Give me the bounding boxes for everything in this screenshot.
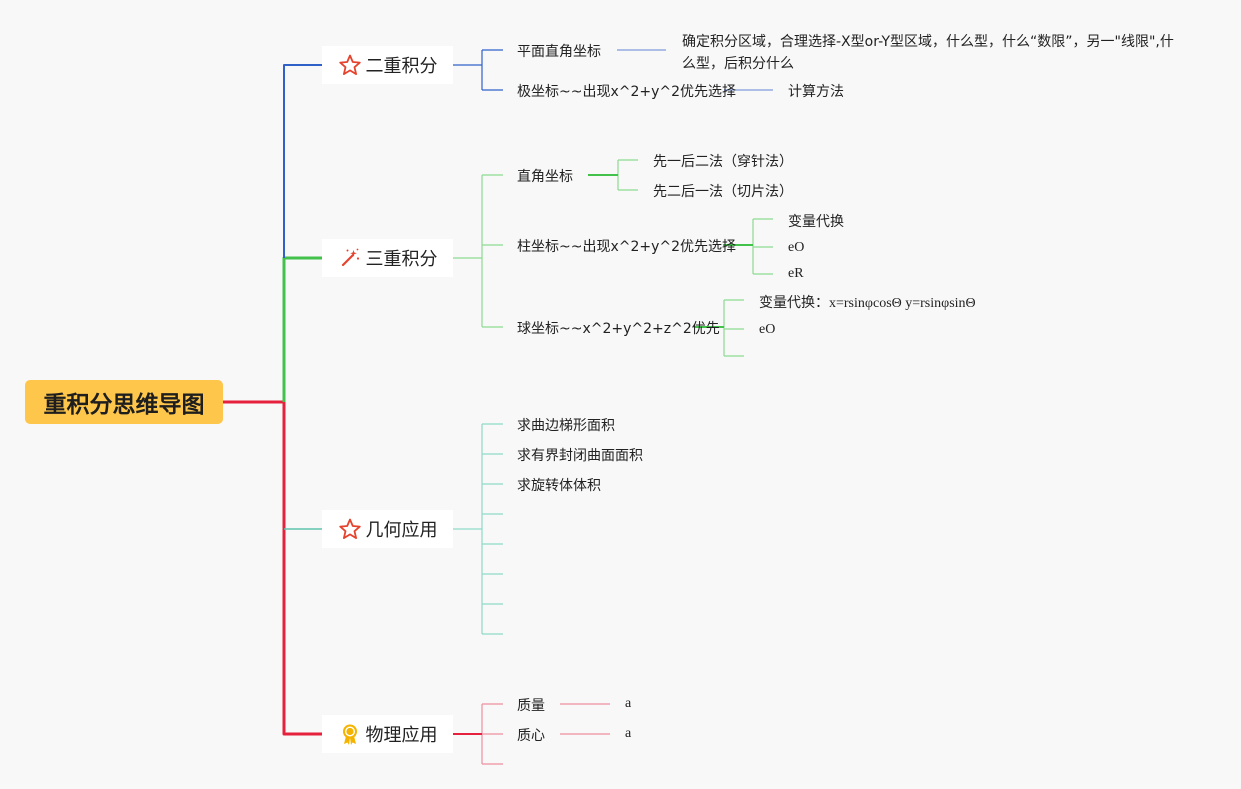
- magic-wand-icon: [341, 248, 359, 267]
- note-mass[interactable]: a: [625, 696, 632, 711]
- node-cylindrical[interactable]: 柱坐标~~出现x^2+y^2优先选择: [517, 239, 737, 255]
- branch-title: 二重积分: [365, 56, 438, 77]
- root-topic[interactable]: 重积分思维导图: [25, 380, 223, 424]
- sub-node[interactable]: eO: [759, 322, 776, 337]
- branch-physics[interactable]: 物理应用: [322, 715, 453, 753]
- node-spherical[interactable]: 球坐标~~x^2+y^2+z^2优先: [517, 321, 720, 337]
- node-polar[interactable]: 极坐标~~出现x^2+y^2优先选择: [517, 84, 737, 100]
- branch-geometry[interactable]: 几何应用: [322, 510, 453, 548]
- note-plane-rectangular[interactable]: 确定积分区域，合理选择-X型or-Y型区域，什么型，什么“数限”，另一"线限",…: [682, 34, 1174, 72]
- note-polar[interactable]: 计算方法: [788, 84, 844, 100]
- sub-node[interactable]: 变量代换: [788, 214, 844, 230]
- branch-title: 几何应用: [365, 520, 438, 541]
- sub-node[interactable]: 变量代换：x=rsinφcosΘ y=rsinφsinΘ: [759, 296, 976, 311]
- medal-icon: [342, 724, 357, 745]
- star-icon: [338, 518, 361, 539]
- geometry-item[interactable]: 求曲边梯形面积: [517, 418, 615, 434]
- sub-node[interactable]: eR: [788, 266, 804, 281]
- sub-node[interactable]: 先二后一法（切片法）: [653, 184, 793, 200]
- branch-title: 三重积分: [365, 249, 438, 270]
- note-centroid[interactable]: a: [625, 726, 632, 741]
- branch-triple-integral[interactable]: 三重积分: [322, 239, 453, 277]
- geometry-item[interactable]: 求旋转体体积: [517, 478, 601, 494]
- node-plane-rectangular[interactable]: 平面直角坐标: [517, 44, 601, 60]
- root-title: 重积分思维导图: [43, 392, 205, 418]
- sub-node[interactable]: eO: [788, 240, 805, 255]
- geometry-item[interactable]: 求有界封闭曲面面积: [517, 448, 643, 464]
- sub-node[interactable]: 先一后二法（穿针法）: [653, 154, 793, 170]
- branch-double-integral[interactable]: 二重积分: [322, 46, 453, 84]
- branch-title: 物理应用: [365, 725, 438, 746]
- node-mass[interactable]: 质量: [517, 698, 545, 714]
- node-centroid[interactable]: 质心: [517, 728, 545, 744]
- node-rectangular[interactable]: 直角坐标: [517, 169, 573, 185]
- star-icon: [338, 54, 361, 75]
